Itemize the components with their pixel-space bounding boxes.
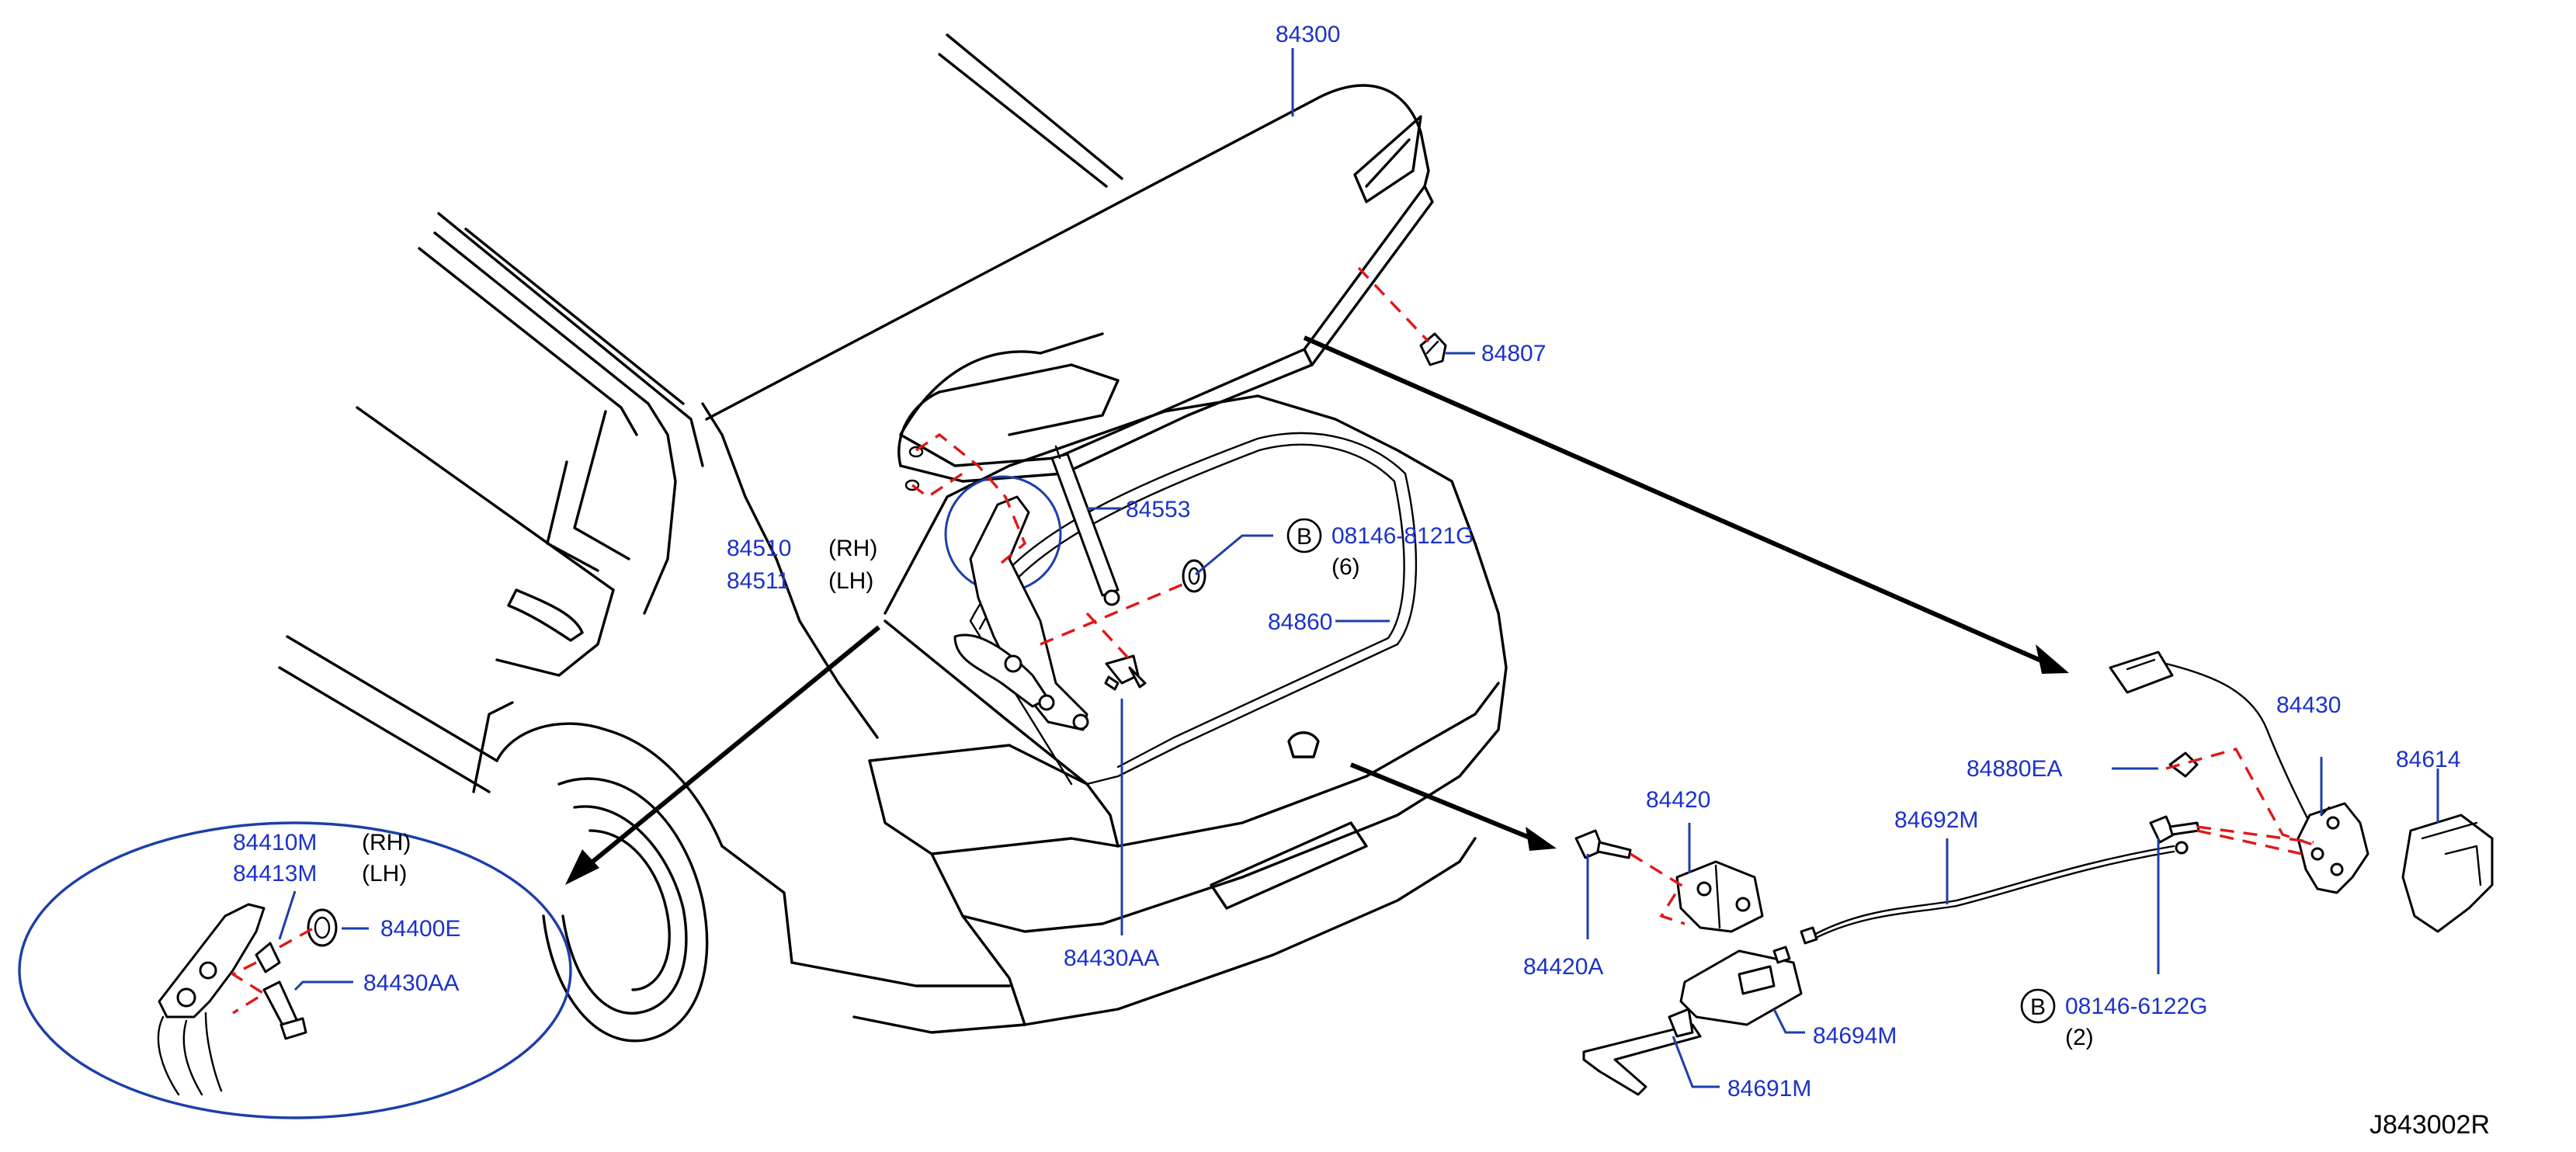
bolt-symbol-circle-2 xyxy=(2020,988,2056,1024)
bolt-84420A xyxy=(1574,829,1632,859)
label-84511: 84511 xyxy=(727,568,790,594)
label-84300: 84300 xyxy=(1276,22,1340,47)
direction-arrows xyxy=(565,335,2069,885)
label-84413M: 84413M xyxy=(233,861,317,887)
release-cable-84692M xyxy=(1811,845,2175,937)
label-08146-6122G: 08146-6122G xyxy=(2065,994,2208,1019)
bolt-symbol-circle-1 xyxy=(1286,518,1322,553)
label-08146-6122G-qty: (2) xyxy=(2065,1025,2094,1050)
part-labels: 84300 84807 84553 84510 (RH) 84511 (LH) … xyxy=(233,22,2490,1140)
label-84694M: 84694M xyxy=(1813,1023,1897,1049)
label-84410M: 84410M xyxy=(233,830,317,855)
label-84430AA-detail: 84430AA xyxy=(363,970,459,996)
striker-84420 xyxy=(1675,860,1764,933)
grommet xyxy=(2168,751,2199,778)
label-84510-side: (RH) xyxy=(828,536,877,561)
bolt-symbol-2: B xyxy=(2030,994,2046,1020)
trunk-lock-84430 xyxy=(2297,802,2369,894)
bumper-stop xyxy=(1182,559,1206,593)
detail-hinge xyxy=(157,903,338,1096)
hinge-assembly-main xyxy=(944,445,1147,731)
leader-lines xyxy=(278,48,2439,1088)
red-callouts xyxy=(230,266,2318,1015)
label-84510: 84510 xyxy=(727,536,791,561)
detail-view-ellipse xyxy=(18,821,572,1119)
lock-harness xyxy=(2165,662,2311,824)
label-84420: 84420 xyxy=(1646,787,1710,813)
switch-84880EA xyxy=(2109,651,2174,694)
label-84691M: 84691M xyxy=(1727,1076,1811,1102)
label-84860: 84860 xyxy=(1268,609,1332,635)
label-84413M-side: (LH) xyxy=(362,861,407,887)
label-84420A: 84420A xyxy=(1523,954,1603,980)
cover-84694M xyxy=(1679,946,1803,1026)
label-84807: 84807 xyxy=(1481,341,1546,366)
drawing-code: J843002R xyxy=(2369,1110,2490,1140)
label-84880EA: 84880EA xyxy=(1967,756,2062,782)
label-08146-8121G: 08146-8121G xyxy=(1331,523,1474,549)
handle-84691M xyxy=(1582,1008,1702,1096)
trunk-lid xyxy=(705,84,1434,491)
label-84430: 84430 xyxy=(2276,692,2341,718)
label-84692M: 84692M xyxy=(1894,807,1978,833)
lock-cover-84614 xyxy=(2401,814,2494,933)
car-body-outline xyxy=(278,33,1508,1043)
label-08146-8121G-qty: (6) xyxy=(1331,554,1360,580)
bolt-symbol-1: B xyxy=(1297,524,1312,550)
label-84430AA-main: 84430AA xyxy=(1064,946,1159,971)
label-84511-side: (LH) xyxy=(828,568,873,594)
label-84410M-side: (RH) xyxy=(362,830,411,855)
label-84553: 84553 xyxy=(1126,497,1190,522)
label-84614: 84614 xyxy=(2396,747,2460,772)
label-84400E: 84400E xyxy=(380,916,460,942)
